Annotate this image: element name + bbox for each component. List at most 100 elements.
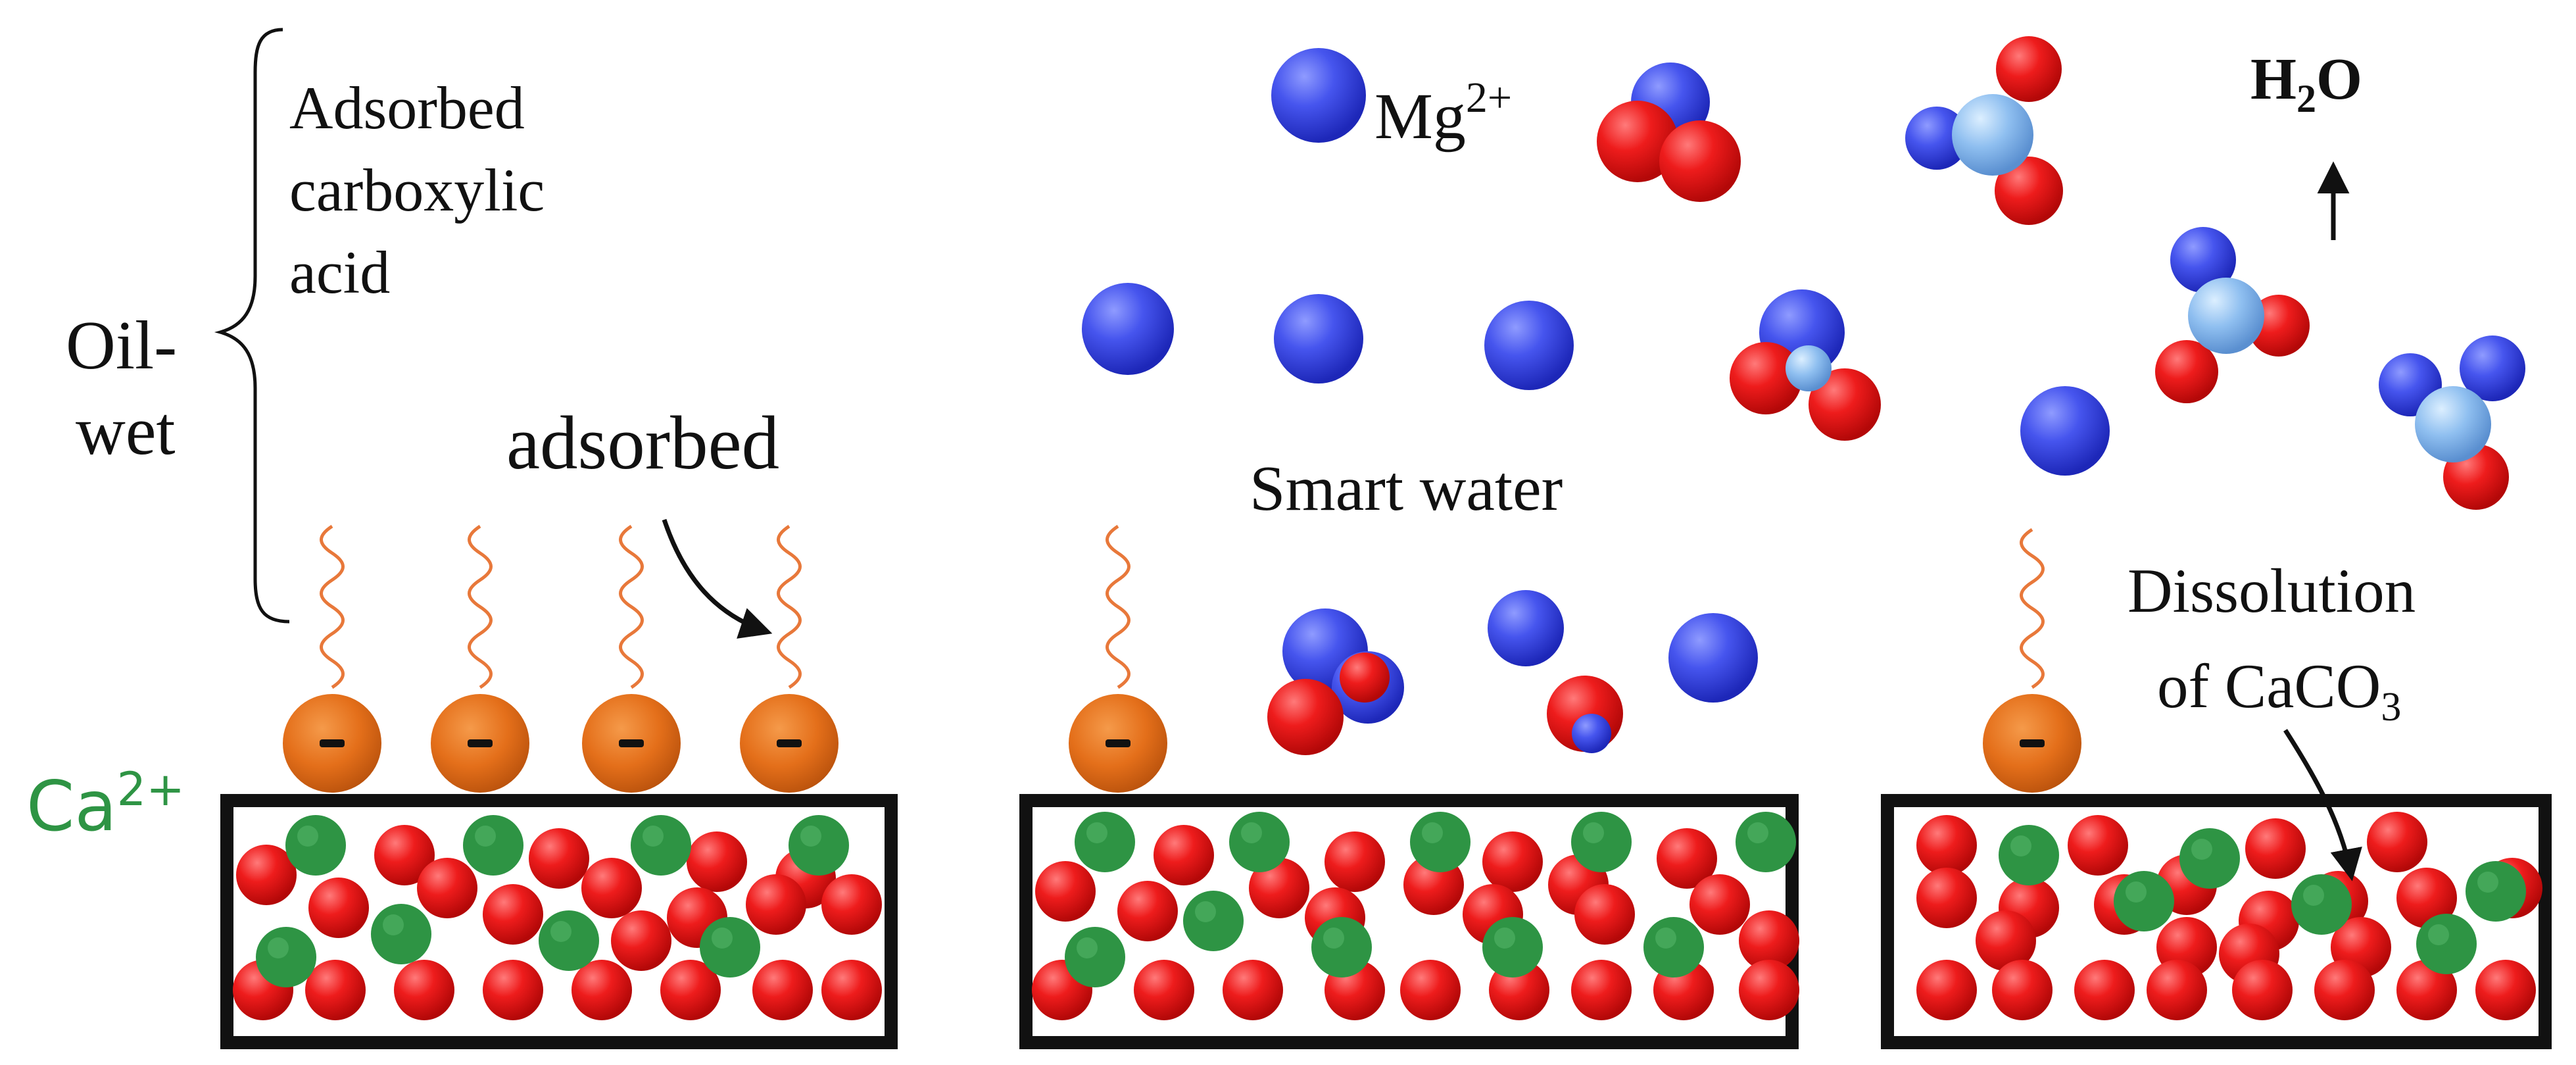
- negative-charge-icon: [320, 739, 345, 747]
- negative-charge-icon: [468, 739, 493, 747]
- calcium-particle: [2416, 914, 2477, 974]
- hydrogen-atom-icon: [2170, 227, 2236, 293]
- magnesium-ion-icon: [1572, 714, 1611, 753]
- molecule-clusters: [1267, 36, 2525, 755]
- calcium-particle-highlight: [800, 826, 821, 847]
- magnesium-ion-icon: [1271, 48, 1366, 143]
- calcium-ion-label: Ca2+: [26, 762, 185, 847]
- oxygen-atom-icon: [1809, 368, 1881, 441]
- carbonate-particle: [2396, 960, 2457, 1020]
- hydrogen-atom-icon: [1905, 107, 1968, 170]
- calcium-particle: [463, 815, 523, 876]
- carbonate-particle: [2396, 868, 2457, 928]
- adsorbed-acid-label-line-2: carboxylic: [289, 157, 545, 224]
- carbonate-particle: [1976, 910, 2036, 971]
- calcium-particle: [1643, 917, 1704, 978]
- carbonate-particle: [1992, 960, 2053, 1020]
- calcium-particle: [1229, 812, 1290, 872]
- calcium-particle: [285, 815, 346, 876]
- calcium-particle-highlight: [2191, 839, 2212, 860]
- calcium-particle: [539, 910, 599, 971]
- carbonate-particle: [746, 874, 806, 935]
- magnesium-ions: [1082, 48, 2110, 703]
- carbonate-particle: [1916, 815, 1977, 876]
- calcium-particle-highlight: [1422, 822, 1443, 843]
- carbonate-particle: [2367, 812, 2427, 872]
- oxygen-atom-icon: [1995, 157, 2063, 225]
- carbonate-particle: [1154, 825, 1214, 885]
- negative-charge-icon: [619, 739, 644, 747]
- adsorbed-acid-label-line-1: Adsorbed: [289, 74, 525, 141]
- calcium-particle: [1410, 812, 1470, 872]
- negative-charge-icon: [2020, 739, 2045, 747]
- acid-tail: [777, 524, 802, 689]
- oil-wet-label-line-1: Oil-: [66, 307, 177, 384]
- carbonate-particle: [1400, 960, 1461, 1020]
- dissolution-label-line-2: of CaCO3: [2157, 651, 2401, 730]
- carbonate-particle: [752, 960, 813, 1020]
- rock-frame-left: [220, 794, 898, 1049]
- carbonate-particle: [821, 874, 882, 935]
- carbonate-particle: [1689, 874, 1750, 935]
- rock-frame-right: [1881, 794, 2552, 1049]
- carbonate-particle: [2475, 960, 2536, 1020]
- water-center-icon: [1952, 94, 2033, 176]
- carbonate-particle: [1134, 960, 1194, 1020]
- oxygen-atom-icon: [1597, 101, 1678, 182]
- curly-brace-icon: [214, 28, 290, 624]
- calcium-particle-highlight: [643, 826, 664, 847]
- calcium-particle: [371, 904, 431, 964]
- carbonate-particle: [660, 960, 721, 1020]
- carbonate-particle: [1657, 828, 1717, 889]
- calcium-particle: [1183, 891, 1244, 951]
- carboxylate-heads: [283, 694, 2081, 793]
- carbonate-particle: [417, 858, 477, 918]
- smart-water-label: Smart water: [1250, 453, 1563, 524]
- oxygen-atom-icon: [1267, 679, 1344, 755]
- calcium-particle-highlight: [712, 928, 733, 949]
- calcium-particle-highlight: [1077, 937, 1098, 958]
- oxygen-atom-icon: [1659, 120, 1741, 202]
- magnesium-ion-icon: [1274, 294, 1363, 384]
- calcium-symbol: Ca: [26, 766, 117, 847]
- magnesium-ion-icon: [1484, 301, 1574, 390]
- calcium-particle-highlight: [475, 826, 496, 847]
- carbonate-particle: [305, 960, 366, 1020]
- water-center-icon: [2415, 386, 2491, 462]
- negative-charge-icon: [1106, 739, 1130, 747]
- magnesium-ion-label: Mg2+: [1374, 74, 1512, 153]
- calcium-particle-highlight: [1086, 822, 1107, 843]
- carbonate-particle: [821, 960, 882, 1020]
- carboxylic-acid-tails: [320, 524, 2045, 689]
- carbonate-particle: [1035, 861, 1096, 922]
- magnesium-charge: 2+: [1466, 74, 1512, 122]
- calcium-particle-highlight: [2010, 835, 2031, 856]
- magnesium-ion-icon: [1668, 613, 1758, 703]
- adsorbed-label: adsorbed: [506, 401, 779, 485]
- carbonate-particle: [1223, 960, 1283, 1020]
- water-h: H: [2250, 47, 2297, 112]
- carbonate-particle: [2147, 960, 2207, 1020]
- calcium-particle-highlight: [1195, 901, 1216, 922]
- calcium-particle: [1571, 812, 1632, 872]
- magnesium-ion-icon: [1488, 590, 1564, 666]
- carbonate-particle: [1739, 910, 1799, 971]
- calcium-particle-highlight: [1323, 928, 1344, 949]
- calcium-particle: [1075, 812, 1135, 872]
- calcium-particle-highlight: [268, 937, 289, 958]
- oxygen-atom-icon: [1340, 653, 1390, 703]
- calcium-particle-highlight: [550, 921, 571, 942]
- oxygen-atom-icon: [1996, 36, 2062, 102]
- carbonate-particle: [529, 828, 589, 889]
- carbonate-particle: [308, 878, 369, 938]
- acid-tail: [1106, 524, 1130, 689]
- acid-tail: [2020, 528, 2045, 689]
- dissolution-label-line-1: Dissolution: [2127, 556, 2416, 626]
- calcium-particle-highlight: [1494, 928, 1515, 949]
- water-o: O: [2316, 47, 2362, 112]
- calcium-charge: 2+: [117, 762, 185, 816]
- calcium-particle: [700, 917, 760, 978]
- calcium-particle: [2179, 828, 2240, 889]
- calcium-particle-highlight: [2477, 872, 2498, 893]
